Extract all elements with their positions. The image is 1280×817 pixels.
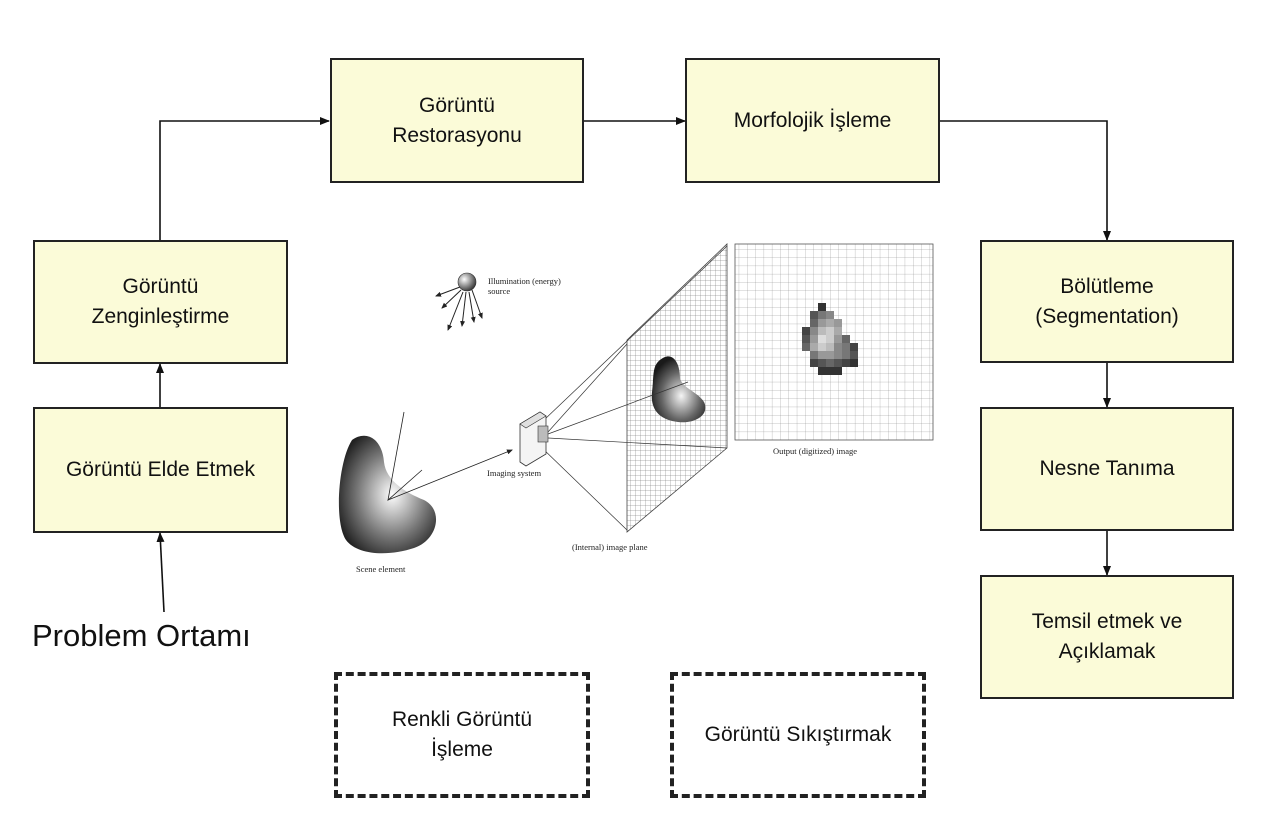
arrow-morfolojik-to-bolutleme xyxy=(940,120,1111,241)
arrow-zenginlestirme-to-restorasyon xyxy=(159,117,330,240)
box-label: Görüntü Elde Etmek xyxy=(65,458,256,481)
box-bolutleme: Bölütleme (Segmentation) xyxy=(980,240,1234,363)
illumination-source-icon xyxy=(435,272,483,331)
scene-element-label: Scene element xyxy=(356,564,406,574)
projected-image-shape xyxy=(651,356,706,423)
box-label: Nesne Tanıma xyxy=(1039,457,1175,480)
box-label: Bölütleme (Segmentation) xyxy=(1035,274,1179,328)
problem-ortami-label: Problem Ortamı xyxy=(32,618,251,653)
box-label: Renkli Görüntü İşleme xyxy=(391,708,533,761)
box-label: Morfolojik İşleme xyxy=(733,108,892,132)
arrow-problem-to-elde xyxy=(156,532,165,613)
box-goruntu-sikistirmak: Görüntü Sıkıştırmak xyxy=(670,672,926,798)
box-label: Temsil etmek ve Açıklamak xyxy=(1031,610,1183,663)
illumination-label: Illumination (energy) source xyxy=(488,276,563,296)
output-image-label: Output (digitized) image xyxy=(773,446,857,456)
digitized-object-pixels xyxy=(802,303,858,375)
imaging-illustration: Illumination (energy) source Scene eleme… xyxy=(338,243,934,574)
scene-element-shape xyxy=(338,435,437,554)
box-nesne-tanima: Nesne Tanıma xyxy=(980,407,1234,531)
box-temsil-etmek: Temsil etmek ve Açıklamak xyxy=(980,575,1234,699)
box-label: Görüntü Restorasyonu xyxy=(392,93,522,147)
box-label: Görüntü Zenginleştirme xyxy=(91,275,230,328)
box-label: Görüntü Sıkıştırmak xyxy=(704,723,892,746)
box-goruntu-restorasyonu: Görüntü Restorasyonu xyxy=(330,58,584,183)
image-plane-label: (Internal) image plane xyxy=(572,542,648,552)
imaging-system-label: Imaging system xyxy=(487,468,541,478)
imaging-system-icon xyxy=(519,411,549,467)
box-renkli-goruntu-isleme: Renkli Görüntü İşleme xyxy=(334,672,590,798)
box-morfolojik-isleme: Morfolojik İşleme xyxy=(685,58,940,183)
box-goruntu-zenginlestirme: Görüntü Zenginleştirme xyxy=(33,240,288,364)
box-goruntu-elde-etmek: Görüntü Elde Etmek xyxy=(33,407,288,533)
